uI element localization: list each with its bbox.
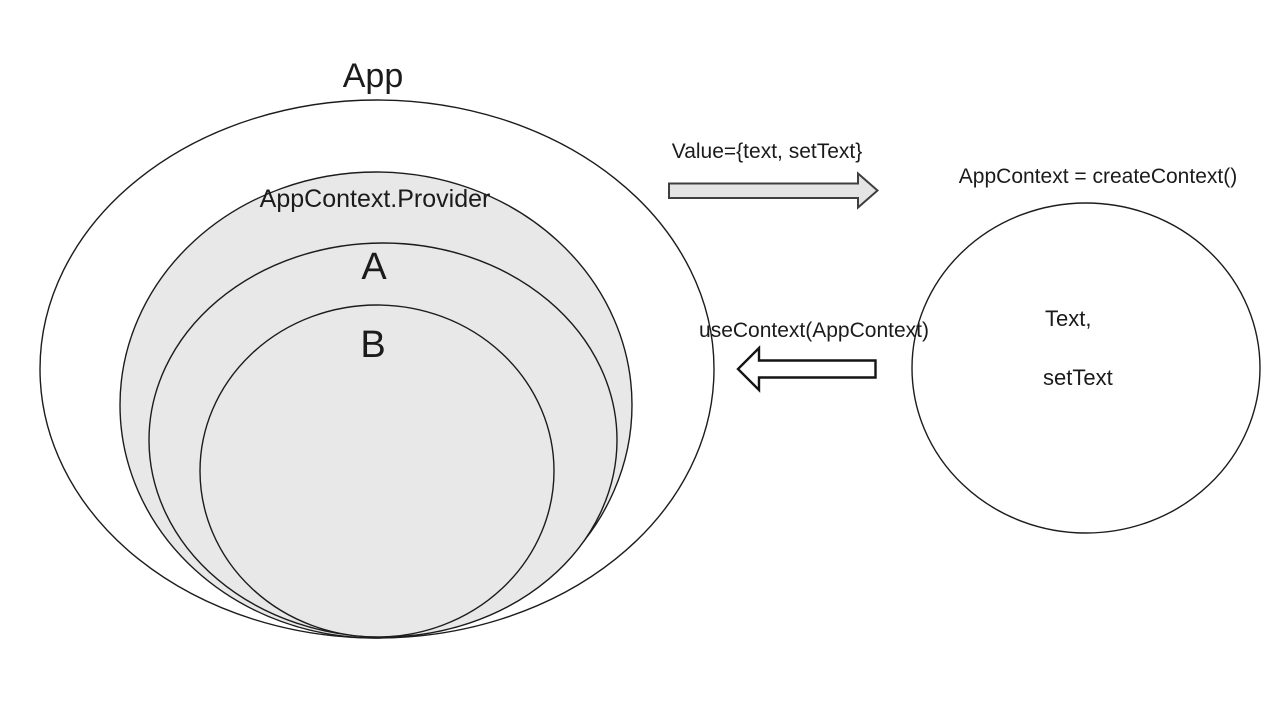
provide-arrow-right-icon [668, 171, 880, 210]
component-b-label: B [360, 324, 386, 366]
context-value-settext-label: setText [1043, 365, 1113, 390]
context-value-text-label: Text, [1045, 306, 1092, 331]
provider-label: AppContext.Provider [259, 185, 491, 213]
component-b-ellipse [199, 304, 555, 638]
context-circle [911, 202, 1261, 534]
consume-arrow-label: useContext(AppContext) [699, 319, 929, 342]
consume-arrow-left-icon [736, 345, 877, 393]
provide-arrow-label: Value={text, setText} [671, 140, 863, 163]
app-label: App [342, 57, 404, 95]
component-a-label: A [361, 246, 387, 288]
create-context-label: AppContext = createContext() [958, 165, 1238, 188]
